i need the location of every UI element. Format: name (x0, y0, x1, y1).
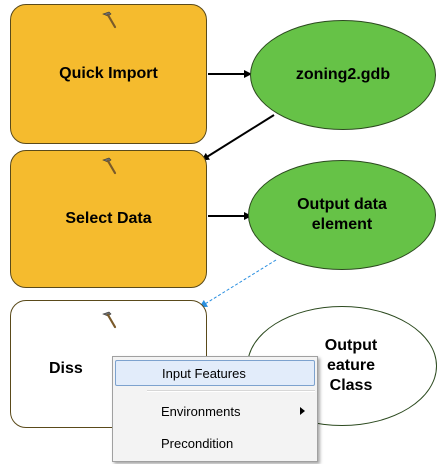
tool-label: Diss (49, 360, 83, 377)
menu-separator (147, 390, 315, 392)
data-output-data-element[interactable]: Output data element (248, 160, 436, 270)
connector-output-data-to-dissolve[interactable] (199, 259, 277, 308)
menu-item-precondition[interactable]: Precondition (115, 430, 315, 456)
data-label: Output eature Class (324, 337, 378, 394)
context-menu: Input Features Environments Precondition (112, 356, 318, 462)
data-zoning2[interactable]: zoning2.gdb (250, 20, 436, 130)
data-label: zoning2.gdb (295, 66, 391, 83)
hammer-icon (101, 157, 116, 175)
tool-select-data[interactable]: Select Data (10, 150, 207, 288)
data-label: Output data element (297, 196, 387, 233)
menu-item-input-features[interactable]: Input Features (115, 360, 315, 386)
submenu-arrow-icon (300, 407, 305, 415)
hammer-icon (101, 11, 116, 29)
menu-item-label: Precondition (161, 435, 234, 451)
connector-zoning2-to-select-data[interactable] (201, 114, 275, 161)
menu-item-label: Environments (161, 403, 241, 419)
tool-label: Select Data (65, 210, 152, 227)
tool-quick-import[interactable]: Quick Import (10, 4, 207, 144)
hammer-icon (101, 311, 116, 329)
menu-item-environments[interactable]: Environments (115, 398, 315, 424)
menu-item-label: Input Features (162, 365, 246, 381)
tool-label: Quick Import (59, 65, 158, 82)
